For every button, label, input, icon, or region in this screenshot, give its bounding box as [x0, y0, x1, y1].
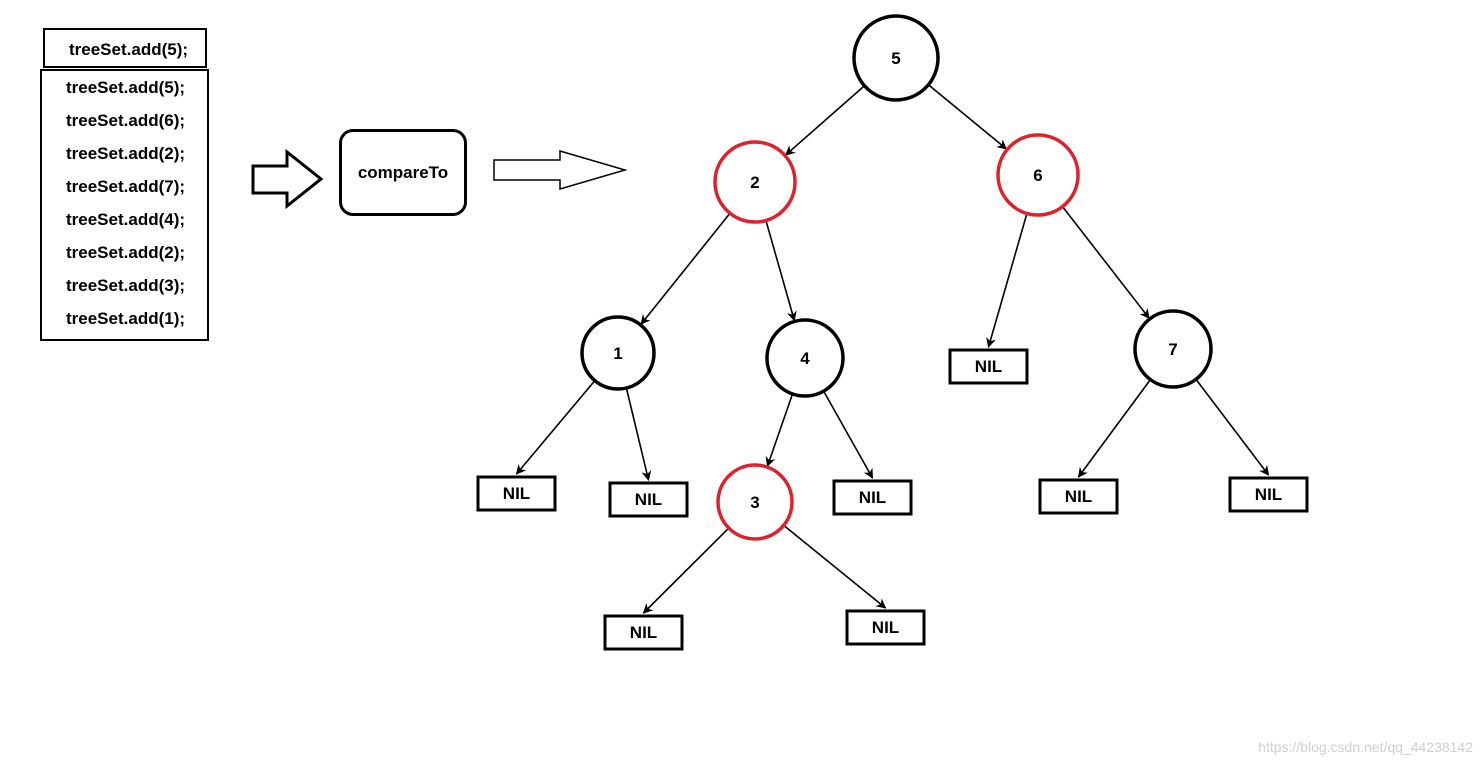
code-line: treeSet.add(2); — [66, 144, 186, 163]
nil-label: NIL — [872, 618, 899, 637]
tree-node-7: 7 — [1133, 309, 1213, 389]
code-first-line: treeSet.add(5); — [69, 40, 189, 59]
edge-n5-n6 — [927, 84, 1008, 150]
compare-to-label: compareTo — [357, 162, 449, 182]
tree-node-2: 2 — [713, 140, 797, 224]
nil-label: NIL — [503, 484, 530, 503]
nil-box — [948, 348, 1029, 385]
node-circle-red — [713, 140, 797, 224]
nil-label: NIL — [975, 357, 1002, 376]
tree-node-6: 6 — [996, 133, 1080, 217]
node-circle-black — [852, 14, 940, 102]
block-arrow-to-compare-icon — [251, 148, 324, 210]
code-line: treeSet.add(1); — [66, 309, 186, 328]
edge-n6-n7 — [1061, 206, 1150, 319]
tree-node-5: 5 — [852, 14, 940, 102]
node-label: 7 — [1168, 340, 1177, 359]
nil-label: NIL — [1255, 485, 1282, 504]
code-line: treeSet.add(2); — [66, 243, 186, 262]
tree-node-1: 1 — [580, 315, 656, 391]
code-line: treeSet.add(7); — [66, 177, 186, 196]
edge-n5-n2 — [785, 85, 865, 156]
node-circle-black — [765, 318, 845, 398]
node-circle-red — [716, 463, 794, 541]
nil-box — [845, 609, 926, 646]
nil-label: NIL — [859, 488, 886, 507]
edge-n2-n1 — [640, 212, 731, 325]
nil-leaf-nil1l: NIL — [476, 475, 557, 512]
watermark: https://blog.csdn.net/qq_44238142 — [1258, 739, 1473, 755]
edge-n1-nil1l — [515, 380, 596, 475]
nil-leaf-nil1r: NIL — [608, 481, 689, 518]
nil-leaf-nil6l: NIL — [948, 348, 1029, 385]
nil-leaf-nil3l: NIL — [603, 614, 684, 651]
code-first-line-box: treeSet.add(5); — [43, 28, 207, 68]
nil-label: NIL — [1065, 487, 1092, 506]
edge-n4-n3 — [765, 393, 794, 468]
code-line: treeSet.add(3); — [66, 276, 186, 295]
code-list-box: treeSet.add(5); treeSet.add(6); treeSet.… — [40, 69, 209, 341]
node-label: 4 — [800, 349, 810, 368]
nil-leaf-nil7r: NIL — [1228, 476, 1309, 513]
edge-n2-n4 — [765, 220, 797, 322]
code-line: treeSet.add(4); — [66, 210, 186, 229]
node-label: 3 — [750, 493, 759, 512]
nil-box — [603, 614, 684, 651]
edge-n6-nil6l — [986, 213, 1028, 348]
outline-arrow-to-tree-icon — [493, 149, 628, 191]
node-circle-black — [1133, 309, 1213, 389]
tree-node-3: 3 — [716, 463, 794, 541]
edge-n7-nil7l — [1077, 379, 1152, 478]
node-circle-red — [996, 133, 1080, 217]
code-line: treeSet.add(5); — [66, 78, 186, 97]
tree-node-4: 4 — [765, 318, 845, 398]
edge-n1-nil1r — [625, 387, 652, 481]
nil-leaf-nil7l: NIL — [1038, 478, 1119, 515]
nil-box — [608, 481, 689, 518]
code-line: treeSet.add(6); — [66, 111, 186, 130]
compare-to-box: compareTo — [339, 129, 467, 216]
edge-n7-nil7r — [1195, 378, 1270, 476]
edge-n4-nil4r — [822, 390, 874, 479]
edge-n3-nil3l — [642, 527, 730, 614]
nil-box — [832, 479, 913, 516]
nil-leaf-nil3r: NIL — [845, 609, 926, 646]
nil-box — [1228, 476, 1309, 513]
nil-label: NIL — [630, 623, 657, 642]
nil-leaf-nil4r: NIL — [832, 479, 913, 516]
nil-label: NIL — [635, 490, 662, 509]
node-label: 2 — [750, 173, 759, 192]
node-label: 5 — [891, 49, 900, 68]
nil-box — [476, 475, 557, 512]
node-circle-black — [580, 315, 656, 391]
nil-box — [1038, 478, 1119, 515]
edge-n3-nil3r — [783, 524, 887, 609]
node-label: 1 — [613, 344, 622, 363]
node-label: 6 — [1033, 166, 1042, 185]
